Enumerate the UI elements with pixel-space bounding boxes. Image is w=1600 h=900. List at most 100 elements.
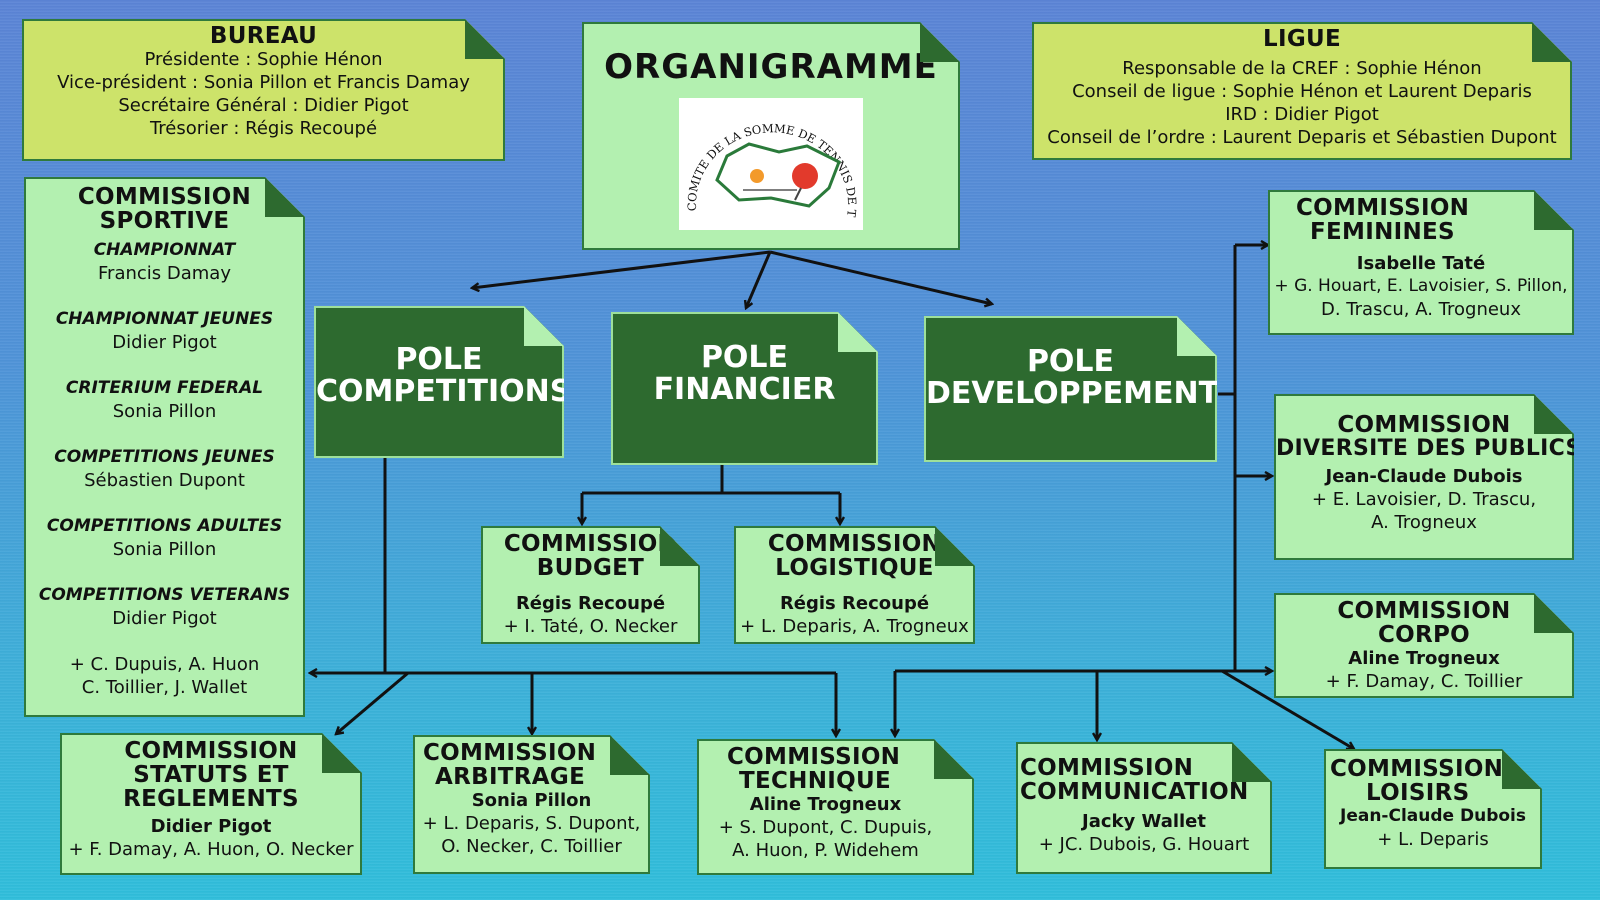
pole-competitions-card: POLE COMPETITIONS — [314, 306, 564, 458]
ligue-line: Conseil de l’ordre : Laurent Deparis et … — [1047, 127, 1557, 148]
commission-members: + L. Deparis — [1377, 829, 1489, 850]
bureau-line: Vice-président : Sonia Pillon et Francis… — [57, 72, 470, 93]
commission-title: COMMISSION — [1337, 598, 1511, 624]
commission-title: COMMISSION — [727, 744, 901, 770]
commission-title: COMMISSION — [124, 738, 298, 764]
organigramme-title: ORGANIGRAMME — [604, 47, 938, 87]
commission-members: + E. Lavoisier, D. Trascu, — [1311, 489, 1537, 510]
commission-arbitrage-card: COMMISSION ARBITRAGE Sonia Pillon + L. D… — [413, 735, 650, 874]
arrow-to-loisirs — [1221, 669, 1354, 751]
commission-members: + F. Damay, C. Toillier — [1325, 671, 1523, 692]
ligue-line: IRD : Didier Pigot — [1225, 104, 1379, 125]
commission-communication-card: COMMISSION COMMUNICATION Jacky Wallet + … — [1016, 742, 1272, 874]
bureau-card: BUREAU Présidente : Sophie Hénon Vice-pr… — [22, 19, 505, 161]
commission-members: D. Trascu, A. Trogneux — [1321, 299, 1521, 320]
sportive-section-person: Didier Pigot — [112, 608, 217, 629]
commission-lead: Aline Trogneux — [749, 794, 902, 815]
commission-title: COMMISSION — [503, 531, 678, 557]
commission-title: FEMININES — [1310, 219, 1455, 245]
commission-title: LOGISTIQUE — [775, 555, 934, 581]
commission-lead: Aline Trogneux — [1348, 648, 1500, 669]
arrow-to-pole-financier — [746, 251, 772, 308]
sportive-section-person: Sonia Pillon — [112, 401, 217, 422]
commission-corpo-card: COMMISSION CORPO Aline Trogneux + F. Dam… — [1274, 593, 1574, 698]
sportive-section-person: Francis Damay — [98, 263, 231, 284]
commission-title: COMMISSION — [423, 740, 597, 766]
sportive-members: C. Toillier, J. Wallet — [81, 677, 248, 698]
commission-title: COMMISSION — [1020, 755, 1194, 781]
sportive-section-name: CRITERIUM FEDERAL — [65, 378, 264, 398]
ligue-line: Conseil de ligue : Sophie Hénon et Laure… — [1072, 81, 1532, 102]
ligue-title: LIGUE — [1263, 26, 1341, 52]
commission-loisirs-card: COMMISSION LOISIRS Jean-Claude Dubois + … — [1324, 749, 1542, 869]
bureau-line: Trésorier : Régis Recoupé — [149, 118, 378, 139]
sportive-title: COMMISSION — [77, 184, 252, 210]
commission-title: STATUTS ET — [133, 762, 289, 788]
paddle-icon — [792, 163, 818, 189]
commission-title: COMMUNICATION — [1020, 779, 1249, 805]
arrow-to-pole-developpement — [769, 250, 992, 304]
committee-logo: COMITE DE LA SOMME DE TENNIS DE TABLE — [679, 98, 863, 230]
sportive-section-name: COMPETITIONS JEUNES — [54, 447, 275, 467]
logo-graphic: COMITE DE LA SOMME DE TENNIS DE TABLE — [679, 98, 863, 230]
commission-statuts-card: COMMISSION STATUTS ET REGLEMENTS Didier … — [60, 733, 362, 875]
pole-competitions-title: POLE — [395, 342, 483, 377]
commission-title: COMMISSION — [1296, 195, 1470, 221]
commission-lead: Sonia Pillon — [471, 790, 592, 811]
sportive-section-name: CHAMPIONNAT JEUNES — [55, 309, 274, 329]
ball-icon — [750, 169, 764, 183]
commission-members: + L. Deparis, A. Trogneux — [740, 616, 969, 637]
commission-title: COMMISSION — [1330, 756, 1504, 782]
commission-title: TECHNIQUE — [739, 768, 891, 794]
commission-feminines-card: COMMISSION FEMININES Isabelle Taté + G. … — [1268, 190, 1574, 335]
commission-technique-card: COMMISSION TECHNIQUE Aline Trogneux + S.… — [697, 739, 974, 875]
commission-title: COMMISSION — [1337, 412, 1511, 438]
sportive-members: + C. Dupuis, A. Huon — [69, 654, 260, 675]
commission-lead: Régis Recoupé — [779, 593, 930, 614]
pole-financier-title: POLE — [700, 340, 789, 375]
ligue-line: Responsable de la CREF : Sophie Hénon — [1122, 58, 1482, 79]
pole-developpement-title: DEVELOPPEMENT — [926, 376, 1220, 411]
arrow-to-pole-competitions — [472, 250, 771, 288]
commission-lead: Isabelle Taté — [1356, 253, 1486, 274]
commission-members: O. Necker, C. Toillier — [441, 836, 622, 857]
ligue-card: LIGUE Responsable de la CREF : Sophie Hé… — [1032, 22, 1572, 160]
sportive-section-person: Didier Pigot — [112, 332, 217, 353]
commission-lead: Jean-Claude Dubois — [1325, 466, 1523, 487]
commission-members: + F. Damay, A. Huon, O. Necker — [68, 839, 354, 860]
commission-lead: Didier Pigot — [150, 816, 272, 837]
commission-members: + L. Deparis, S. Dupont, — [422, 813, 641, 834]
sportive-title: SPORTIVE — [99, 208, 230, 234]
somme-map-shape — [717, 144, 839, 206]
commission-members: + I. Taté, O. Necker — [503, 616, 678, 637]
commission-budget-card: COMMISSION BUDGET Régis Recoupé + I. Tat… — [481, 526, 700, 644]
organigramme-card: ORGANIGRAMME COMITE DE LA SOMME DE TENNI… — [582, 22, 960, 250]
bureau-line: Présidente : Sophie Hénon — [144, 49, 383, 70]
sportive-section-name: COMPETITIONS ADULTES — [46, 516, 283, 536]
sportive-section-person: Sébastien Dupont — [84, 470, 245, 491]
sportive-section-name: CHAMPIONNAT — [93, 240, 236, 260]
sportive-section-name: COMPETITIONS VETERANS — [38, 585, 291, 605]
commission-lead: Jacky Wallet — [1082, 811, 1206, 832]
commission-title: CORPO — [1377, 622, 1471, 648]
commission-lead: Jean-Claude Dubois — [1340, 806, 1526, 826]
commission-diversite-card: COMMISSION DIVERSITE DES PUBLICS Jean-Cl… — [1274, 394, 1574, 560]
commission-members: A. Huon, P. Widehem — [732, 840, 919, 861]
pole-financier-title: FINANCIER — [653, 372, 836, 407]
sportive-section-person: Sonia Pillon — [112, 539, 217, 560]
commission-title: LOISIRS — [1366, 780, 1470, 806]
commission-title: ARBITRAGE — [435, 764, 586, 790]
commission-members: + S. Dupont, C. Dupuis, — [718, 817, 933, 838]
commission-logistique-card: COMMISSION LOGISTIQUE Régis Recoupé + L.… — [734, 526, 975, 644]
pole-competitions-title: COMPETITIONS — [316, 374, 572, 409]
pole-financier-card: POLE FINANCIER — [611, 312, 878, 465]
commission-title: REGLEMENTS — [123, 786, 299, 812]
commission-lead: Régis Recoupé — [515, 593, 666, 614]
commission-members: + G. Houart, E. Lavoisier, S. Pillon, — [1274, 276, 1568, 296]
commission-members: A. Trogneux — [1371, 512, 1477, 533]
commission-title: BUDGET — [536, 555, 645, 581]
pole-developpement-title: POLE — [1026, 344, 1115, 379]
pole-developpement-card: POLE DEVELOPPEMENT — [924, 316, 1217, 462]
commission-sportive-card: COMMISSION SPORTIVE CHAMPIONNAT Francis … — [24, 177, 305, 717]
